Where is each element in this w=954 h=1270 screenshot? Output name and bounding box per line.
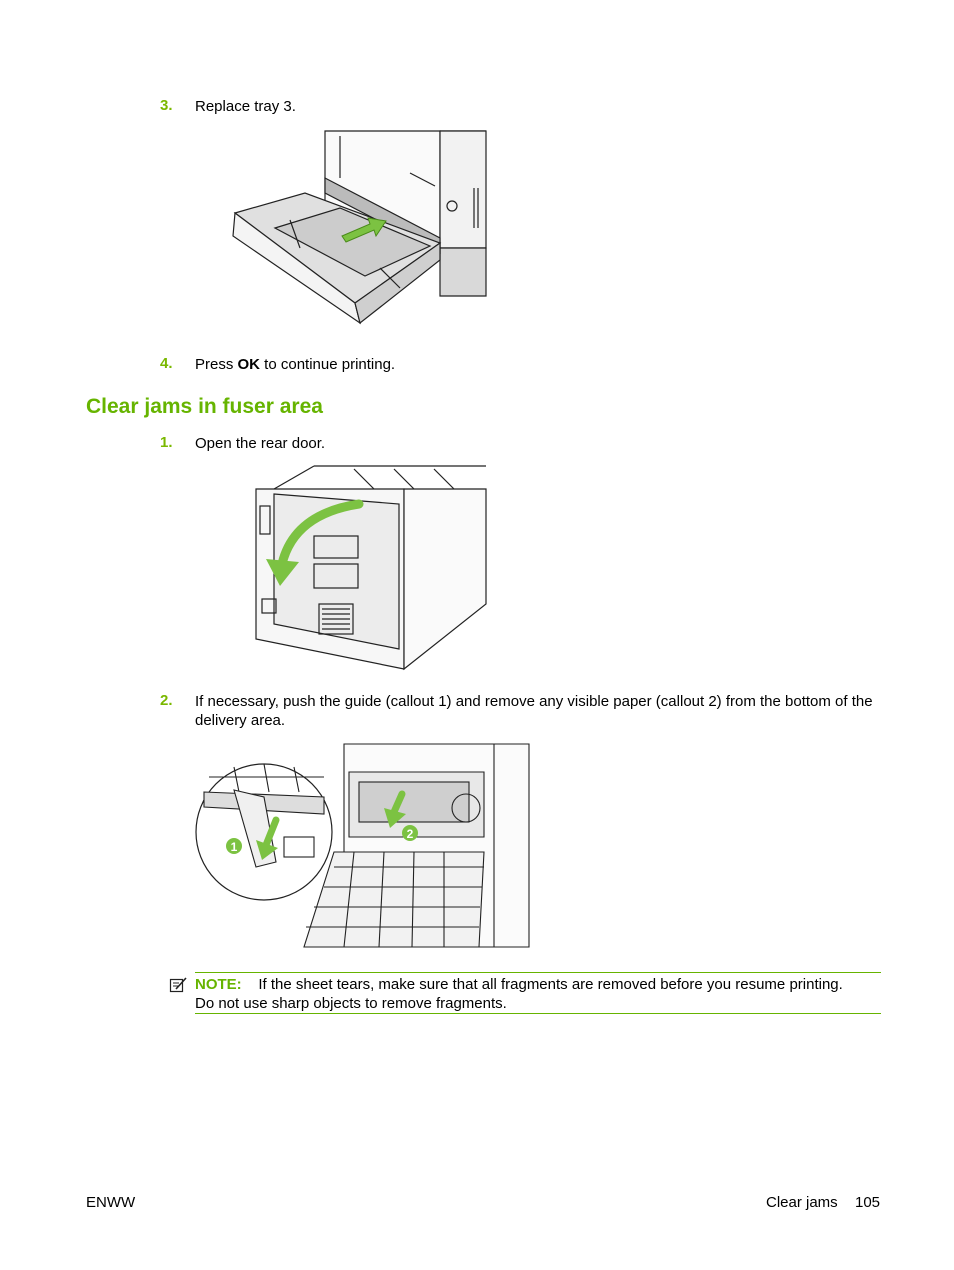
callout-1: 1 [231,840,238,854]
step-number: 2. [160,692,173,709]
step-text: If necessary, push the guide (callout 1)… [195,693,873,729]
note-line-1: If the sheet tears, make sure that all f… [258,976,843,993]
callout-2: 2 [407,827,414,841]
step-text: Press OK to continue printing. [195,355,395,374]
footer-section: Clear jams [766,1194,838,1211]
replace-tray-illustration [232,130,487,325]
note-body: NOTE: If the sheet tears, make sure that… [195,975,885,1013]
fuser-area-illustration: 1 2 [195,743,530,948]
ok-key-label: OK [237,356,261,373]
step-text: Replace tray 3. [195,98,296,115]
note-line-2: Do not use sharp objects to remove fragm… [195,995,507,1012]
step-text-pre: Press [195,356,238,373]
step-number: 3. [160,97,173,114]
step-text: Open the rear door. [195,435,326,452]
step-number: 1. [160,434,173,451]
step-number: 4. [160,355,173,372]
page-number: 105 [855,1194,881,1211]
note-pencil-icon [169,977,187,993]
note-top-rule [195,972,881,973]
section-heading: Clear jams in fuser area [86,395,323,418]
step-text-post: to continue printing. [260,356,396,373]
note-label: NOTE: [195,976,242,993]
footer-left: ENWW [86,1194,136,1211]
open-rear-door-illustration [255,465,487,671]
note-bottom-rule [195,1013,881,1014]
